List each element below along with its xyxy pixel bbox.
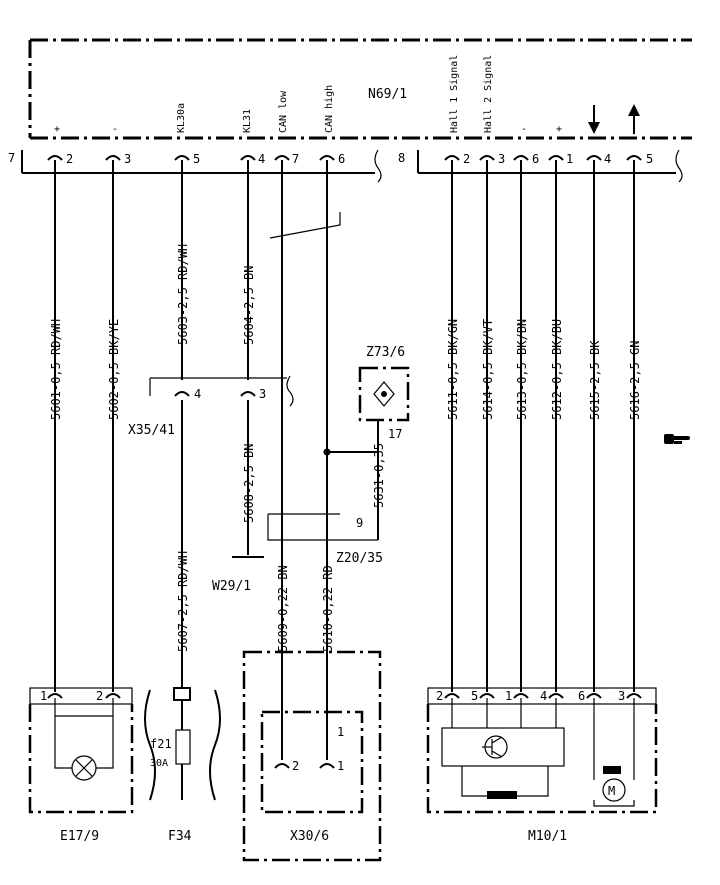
e17-pin-1: 1 [40, 689, 47, 703]
m10-pin: 3 [618, 689, 625, 703]
wire-label: 5607-2,5 RD/WH [176, 551, 190, 652]
m10-pin: 6 [578, 689, 585, 703]
pin-contact [479, 155, 495, 173]
fuse-name: f21 [150, 737, 172, 751]
wire-label: 5602-0,5 BK/YE [107, 319, 121, 420]
wire-label: 5601-0,5 RD/WH [49, 319, 63, 420]
pin-number: 6 [532, 152, 539, 166]
signal-labels: + - KL30a KL31 CAN low CAN high Hall 1 S… [54, 55, 562, 135]
transistor-icon [482, 735, 508, 759]
pin-number: 2 [463, 152, 470, 166]
signal-hall-1: Hall 1 Signal [449, 55, 460, 133]
m10-name: M10/1 [528, 829, 567, 844]
right-connector-num: 8 [398, 151, 405, 165]
e17-pin-2: 2 [96, 689, 103, 703]
f34-component [144, 687, 221, 801]
pin-number: 6 [338, 152, 345, 166]
pin-contact [626, 155, 642, 173]
signal-kl30a: KL30a [176, 103, 187, 133]
wire-labels: 5601-0,5 RD/WH 5602-0,5 BK/YE 5603-2,5 R… [49, 244, 642, 652]
ecu-name: N69/1 [368, 87, 407, 102]
pin-contact [586, 155, 602, 173]
pin-contact [240, 155, 256, 173]
wire-label: 5603-2,5 RD/WH [176, 244, 190, 345]
pin-number: 4 [258, 152, 265, 166]
pin-number: 3 [124, 152, 131, 166]
wire-label: 5609-0,22 BN [276, 565, 290, 652]
x30-pin-top: 1 [337, 725, 344, 739]
z20-splice [267, 513, 378, 541]
z73-name: Z73/6 [366, 345, 405, 360]
signal-plus-left: + [54, 124, 60, 135]
pin-contact [513, 155, 529, 173]
pin-number: 3 [498, 152, 505, 166]
x35-name: X35/41 [128, 423, 175, 438]
arrow-down-icon [588, 105, 600, 134]
signal-hall-2: Hall 2 Signal [483, 55, 494, 133]
m10-pin: 4 [540, 689, 547, 703]
motor-icon: M [602, 766, 626, 802]
m10-pin: 1 [505, 689, 512, 703]
signal-can-high: CAN high [324, 85, 335, 133]
wire-label: 5610-0,22 RD [321, 565, 335, 652]
pin-number: 5 [193, 152, 200, 166]
z20-name: Z20/35 [336, 551, 383, 566]
signal-kl31: KL31 [242, 109, 253, 133]
m10-pin-numbers: 2 5 1 4 6 3 [436, 689, 625, 703]
x35-pin-a: 4 [194, 387, 201, 401]
wire-label: 5631-0,35 [372, 443, 386, 508]
e17-name: E17/9 [60, 829, 99, 844]
arrow-up-icon [628, 104, 640, 134]
signal-minus-left: - [112, 124, 118, 135]
svg-text:M: M [608, 784, 615, 798]
m10-pin: 2 [436, 689, 443, 703]
e17-component [28, 687, 134, 814]
pin-number: 7 [292, 152, 299, 166]
x30-name: X30/6 [290, 829, 329, 844]
signal-can-low: CAN low [278, 90, 289, 133]
z73-pin: 17 [388, 427, 402, 441]
x35-pin-b: 3 [259, 387, 266, 401]
pointing-hand-icon [664, 434, 690, 444]
pin-contact [105, 155, 121, 173]
z73-box [358, 366, 410, 422]
m10-wires [451, 173, 635, 692]
pin-number: 2 [66, 152, 73, 166]
wire-kl31 [232, 173, 264, 558]
fuse-rating: 30A [150, 758, 168, 769]
signal-plus-right: + [556, 124, 562, 135]
m10-component [426, 687, 658, 814]
pin-numbers: 2 3 5 4 7 6 2 3 6 1 4 5 [66, 152, 653, 166]
right-connector-bar [417, 149, 683, 183]
m10-pin: 5 [471, 689, 478, 703]
signal-minus-right: - [521, 124, 527, 135]
x30-component [242, 650, 382, 862]
x30-pin-b: 1 [337, 759, 344, 773]
pin-number: 4 [604, 152, 611, 166]
twisted-pair-mark [269, 212, 341, 239]
z20-pin: 9 [356, 516, 363, 530]
f34-name: F34 [168, 829, 192, 844]
pin-contact [444, 155, 460, 173]
pin-contact [548, 155, 564, 173]
connector-pins [47, 155, 642, 173]
pin-contact [174, 155, 190, 173]
pin-number: 1 [566, 152, 573, 166]
w29-name: W29/1 [212, 579, 251, 594]
wire-label: 5604-2,5 BN [242, 266, 256, 345]
wire-label: 5608-2,5 BN [242, 444, 256, 523]
pin-contact [47, 155, 63, 173]
x30-pin-a: 2 [292, 759, 299, 773]
left-connector-bar [21, 149, 382, 183]
pin-contact [319, 155, 335, 173]
x35-connector [149, 375, 294, 407]
ecu-outline [28, 38, 692, 140]
left-connector-num: 7 [8, 151, 15, 165]
pin-contact [274, 155, 290, 173]
pin-number: 5 [646, 152, 653, 166]
lamp-icon [71, 755, 97, 781]
